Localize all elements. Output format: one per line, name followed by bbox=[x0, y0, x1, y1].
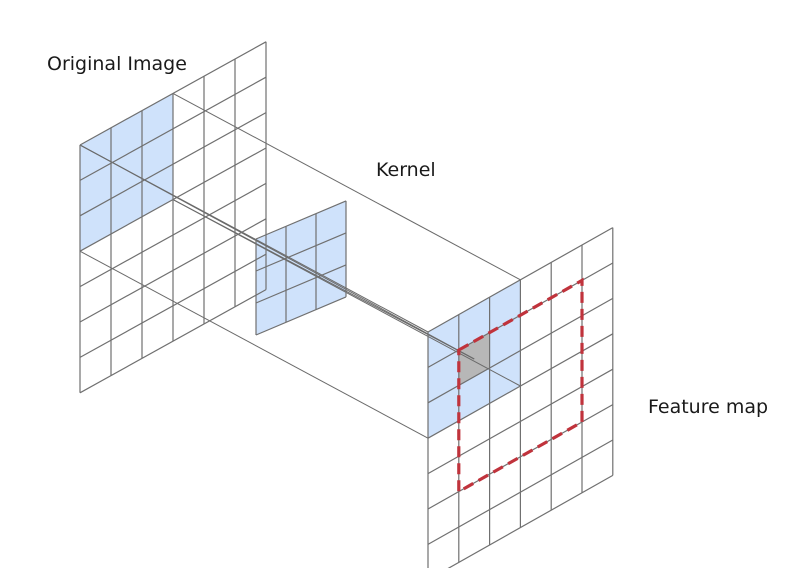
kernel-grid-row-line bbox=[255, 296, 347, 336]
original-highlight-region bbox=[80, 93, 173, 252]
projection-line bbox=[172, 199, 475, 360]
original-image-label: Original Image bbox=[47, 53, 187, 75]
projection-line bbox=[79, 250, 429, 439]
feature-map-label: Feature map bbox=[648, 396, 769, 418]
kernel-grid-row-line bbox=[255, 200, 347, 240]
kernel-grid-row-line bbox=[255, 232, 347, 272]
projection-line bbox=[79, 144, 475, 360]
kernel-grid-row-line bbox=[255, 264, 347, 304]
projection-line bbox=[172, 92, 521, 281]
kernel-grid bbox=[255, 200, 347, 336]
highlight-fills bbox=[80, 93, 521, 439]
dashed-output-region bbox=[457, 277, 584, 495]
kernel-label: Kernel bbox=[376, 159, 436, 181]
projection-lines bbox=[79, 92, 521, 439]
original-image-grid bbox=[79, 41, 267, 394]
dashed-box bbox=[457, 277, 584, 495]
